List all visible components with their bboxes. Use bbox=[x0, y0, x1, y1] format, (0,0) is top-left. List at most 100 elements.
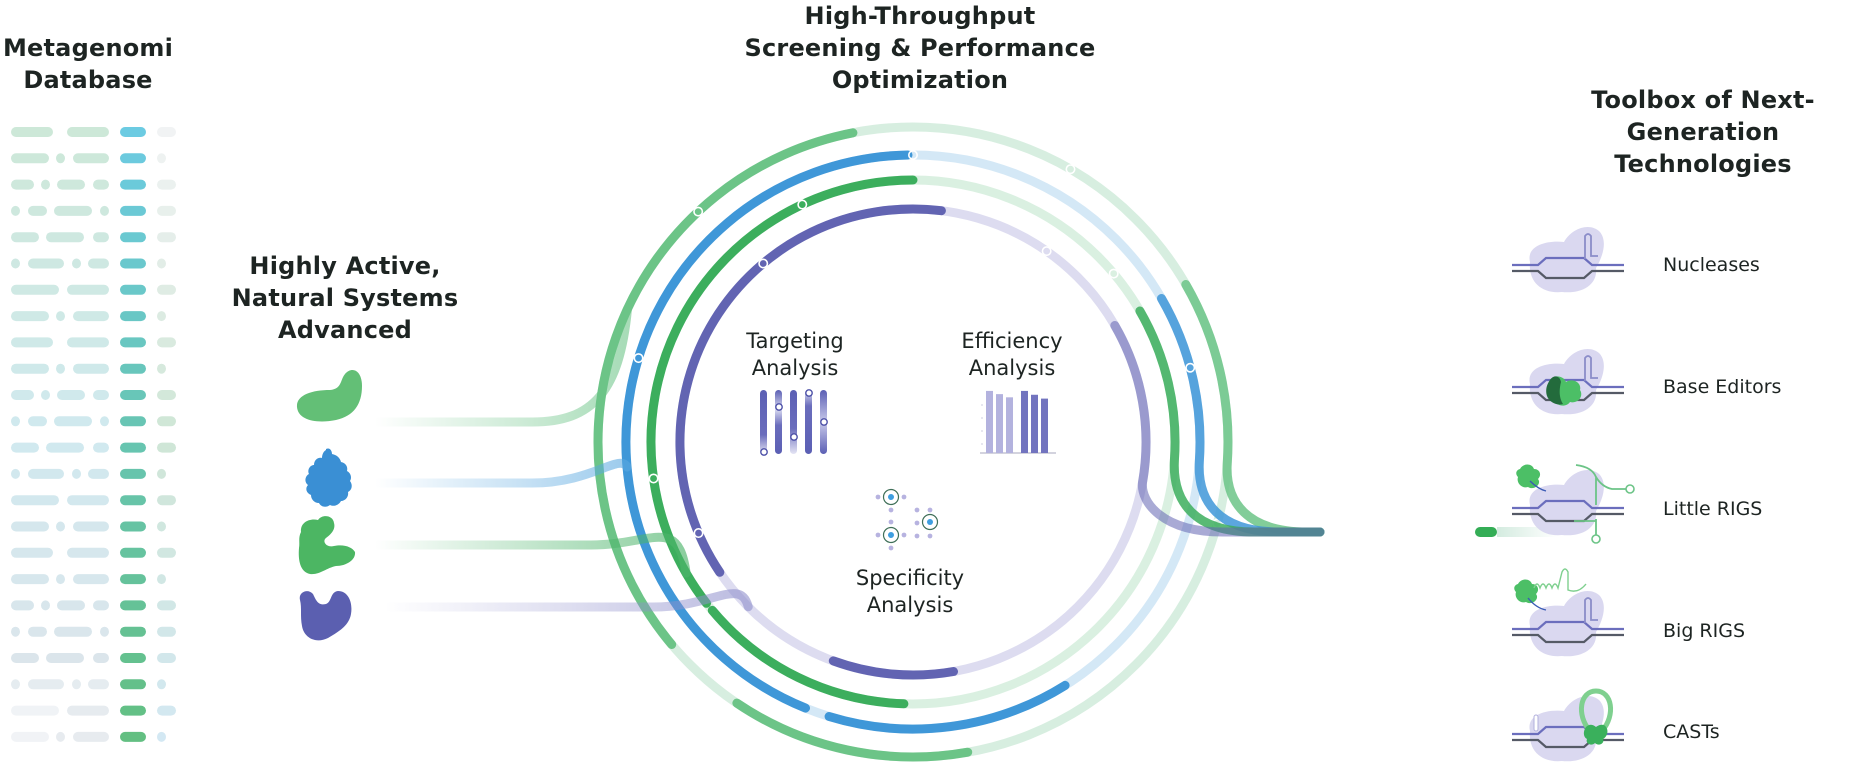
database-row bbox=[11, 521, 166, 532]
green-ring-active-arc bbox=[707, 605, 909, 709]
database-highlight-segment bbox=[120, 653, 146, 663]
blue-protein-shape bbox=[305, 448, 352, 507]
database-row bbox=[11, 600, 176, 611]
label-line: Analysis bbox=[968, 356, 1056, 380]
database-row bbox=[11, 416, 176, 427]
green-ring-output-path bbox=[1135, 306, 1325, 537]
database-segment bbox=[157, 705, 176, 716]
database-segment bbox=[28, 416, 47, 427]
database-highlight-segment bbox=[120, 705, 146, 716]
database-highlight-segment bbox=[120, 390, 146, 400]
spec-dot bbox=[914, 520, 920, 526]
database-row bbox=[11, 731, 166, 742]
database-segment bbox=[100, 626, 109, 637]
protein-cloud bbox=[1529, 591, 1604, 657]
database-segment bbox=[157, 653, 176, 663]
rna-loop bbox=[1625, 484, 1635, 494]
green-ring bbox=[370, 175, 1325, 709]
database-segment bbox=[11, 337, 53, 348]
guide-rna bbox=[1533, 714, 1539, 732]
database-segment bbox=[93, 653, 109, 663]
database-segment bbox=[11, 731, 49, 742]
database-highlight-segment bbox=[120, 258, 146, 269]
purple-ring-input-line bbox=[380, 589, 753, 612]
database-segment bbox=[157, 731, 166, 742]
target-marker bbox=[820, 418, 828, 426]
database-segment bbox=[157, 337, 176, 348]
outer-green-ring-active-arc bbox=[732, 698, 973, 762]
database-row bbox=[11, 442, 176, 453]
database-highlight-segment bbox=[120, 179, 146, 190]
database-segment bbox=[157, 626, 176, 637]
outer-green-ring bbox=[370, 122, 1325, 762]
target-bar bbox=[790, 390, 797, 454]
database-segment bbox=[157, 258, 166, 269]
dna-strand bbox=[1512, 256, 1624, 267]
spec-dot bbox=[914, 533, 920, 539]
database-segment bbox=[72, 258, 81, 269]
database-segment bbox=[11, 653, 39, 663]
specificity-analysis-label: Specificity Analysis bbox=[830, 565, 990, 619]
dna-strand bbox=[1512, 620, 1624, 631]
database-segment bbox=[100, 205, 109, 216]
database-row bbox=[11, 337, 176, 348]
blue-ring bbox=[370, 150, 1325, 734]
spec-dot bbox=[875, 532, 881, 538]
database-segment bbox=[157, 153, 166, 164]
efficiency-bar bbox=[996, 394, 1003, 453]
database-segment bbox=[11, 468, 20, 479]
natural-systems bbox=[296, 370, 362, 641]
purple-ring-active-arc bbox=[675, 204, 946, 577]
database-segment bbox=[11, 679, 20, 690]
screening-title-line: High-Throughput bbox=[804, 2, 1036, 30]
database-segment bbox=[11, 205, 20, 216]
database-highlight-segment bbox=[120, 442, 146, 453]
screening-rings bbox=[370, 122, 1557, 762]
toolbox-item-base-editors: Base Editors bbox=[1663, 376, 1782, 398]
database-segment bbox=[54, 205, 92, 216]
database-segment bbox=[56, 153, 65, 164]
spec-dot bbox=[901, 532, 907, 538]
database-row bbox=[11, 205, 176, 216]
database-row bbox=[11, 679, 166, 690]
green-ring-active-arc bbox=[646, 175, 918, 608]
database-segment bbox=[56, 521, 65, 532]
database-segment bbox=[54, 416, 92, 427]
database-segment bbox=[73, 574, 109, 585]
database-highlight-segment bbox=[120, 205, 146, 216]
database-segment bbox=[11, 390, 34, 400]
spec-dot bbox=[888, 507, 894, 513]
database-segment bbox=[41, 390, 50, 400]
blue-ring-input-line bbox=[370, 458, 632, 488]
dna-strand bbox=[1512, 633, 1624, 644]
database-segment bbox=[72, 468, 81, 479]
database-highlight-segment bbox=[120, 679, 146, 690]
screening-title: High-Throughput Screening & Performance … bbox=[730, 0, 1110, 96]
database-highlight-segment bbox=[120, 127, 146, 137]
database-title-line: Metagenomi bbox=[2, 34, 174, 62]
database-segment bbox=[157, 442, 176, 453]
ring-marker bbox=[797, 199, 808, 210]
ring-marker bbox=[758, 258, 769, 269]
casts-icon bbox=[1512, 688, 1624, 762]
database-highlight-segment bbox=[120, 153, 146, 164]
spec-hit-dot bbox=[888, 532, 894, 538]
database-segment bbox=[56, 731, 65, 742]
ring-marker bbox=[1108, 268, 1119, 279]
database-segment bbox=[157, 679, 166, 690]
database-segment bbox=[28, 258, 64, 269]
specificity-analysis-icon bbox=[875, 488, 939, 551]
little-rigs-icon bbox=[1512, 464, 1635, 544]
label-line: Analysis bbox=[866, 593, 954, 617]
database-segment bbox=[157, 521, 166, 532]
database-row bbox=[11, 258, 166, 269]
cast-protein bbox=[1583, 724, 1608, 745]
toolbox-title-line: Generation Technologies bbox=[1614, 118, 1792, 178]
ring-marker bbox=[633, 353, 644, 364]
database-segment bbox=[11, 442, 39, 453]
target-marker bbox=[805, 389, 813, 397]
rna-loop bbox=[1591, 534, 1601, 544]
database-segment bbox=[11, 311, 49, 322]
database-segment bbox=[157, 179, 176, 190]
